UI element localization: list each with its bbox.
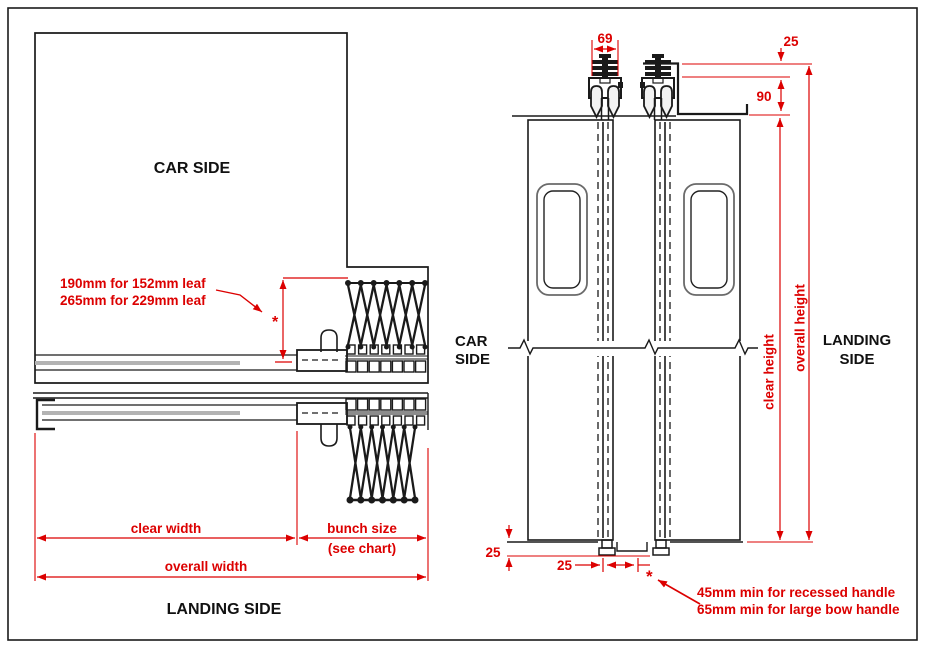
track-height-dim: 90 (756, 89, 771, 104)
clear-height-label: clear height (762, 334, 777, 410)
sill-height-dim: 25 (485, 545, 501, 560)
bottom-gap-dim: 25 (557, 558, 573, 573)
bottom-dimensions: 25 25 * 45mm min for recessed handle 65m… (485, 525, 900, 617)
handle-note-line1: 45mm min for recessed handle (697, 585, 896, 600)
bottom-guides-and-sill (507, 539, 743, 556)
elevation-side-labels: CAR SIDE LANDING SIDE (455, 332, 891, 368)
see-chart-label: (see chart) (328, 541, 396, 556)
leader-line (215, 289, 263, 313)
left-handle-inner (543, 190, 581, 289)
break-line (508, 338, 758, 356)
track-end-bracket (35, 398, 55, 431)
car-wall-outline (34, 32, 429, 384)
clear-width-label: clear width (131, 521, 202, 536)
asterisk-marker: * (646, 567, 653, 586)
right-handle-inner (690, 190, 728, 289)
leaf-note-line2: 265mm for 229mm leaf (60, 293, 206, 308)
bunch-size-label: bunch size (327, 521, 397, 536)
door-leaves (527, 119, 741, 541)
handle-note-line2: 65mm min for large bow handle (697, 602, 900, 617)
right-bottom-guide (655, 539, 667, 549)
right-door-leaf (654, 119, 741, 541)
elevation-car-label-line1: CAR (455, 333, 488, 350)
plan-view: CAR SIDE (33, 32, 429, 618)
top-dimensions: 69 25 90 (591, 31, 812, 116)
handle-post (320, 329, 338, 352)
elevation-landing-label-line1: LANDING (823, 332, 891, 349)
plan-view-landing-bunch (33, 392, 429, 504)
plan-landing-side-label: LANDING SIDE (167, 601, 282, 618)
overall-width-label: overall width (165, 559, 248, 574)
hanger-brackets-bottom-row (345, 360, 427, 373)
recessed-handles (536, 183, 735, 296)
right-roller-hanger (639, 53, 675, 121)
left-bottom-guide (601, 539, 613, 549)
overall-height-label: overall height (793, 284, 808, 372)
leaf-projection-dimension: 190mm for 152mm leaf 265mm for 229mm lea… (60, 276, 348, 363)
top-gap-dim: 25 (783, 34, 799, 49)
scissor-gate-bunch-car-side (345, 280, 428, 350)
scissor-gate-bunch-landing-side (346, 424, 419, 504)
height-dimensions: clear height overall height (747, 66, 813, 543)
leaf-note-line1: 190mm for 152mm leaf (60, 276, 206, 291)
plan-car-side-label: CAR SIDE (154, 160, 231, 177)
page-border (7, 7, 918, 641)
asterisk-marker: * (272, 314, 279, 331)
handle-note-leader (657, 579, 701, 605)
left-door-leaf (527, 119, 614, 541)
hanger-brackets-top-row (345, 398, 427, 411)
elevation-car-label-line2: SIDE (455, 351, 490, 368)
width-dimensions: clear width bunch size (see chart) overa… (34, 431, 429, 581)
hanger-brackets-bottom-row (346, 415, 426, 426)
elevation-landing-label-line2: SIDE (839, 351, 874, 368)
hanger-width-dim: 69 (597, 31, 612, 46)
elevation-view: 69 25 90 clear height overall height 25 … (455, 31, 900, 617)
handle-post (320, 424, 338, 447)
hanger-rail (345, 355, 428, 360)
